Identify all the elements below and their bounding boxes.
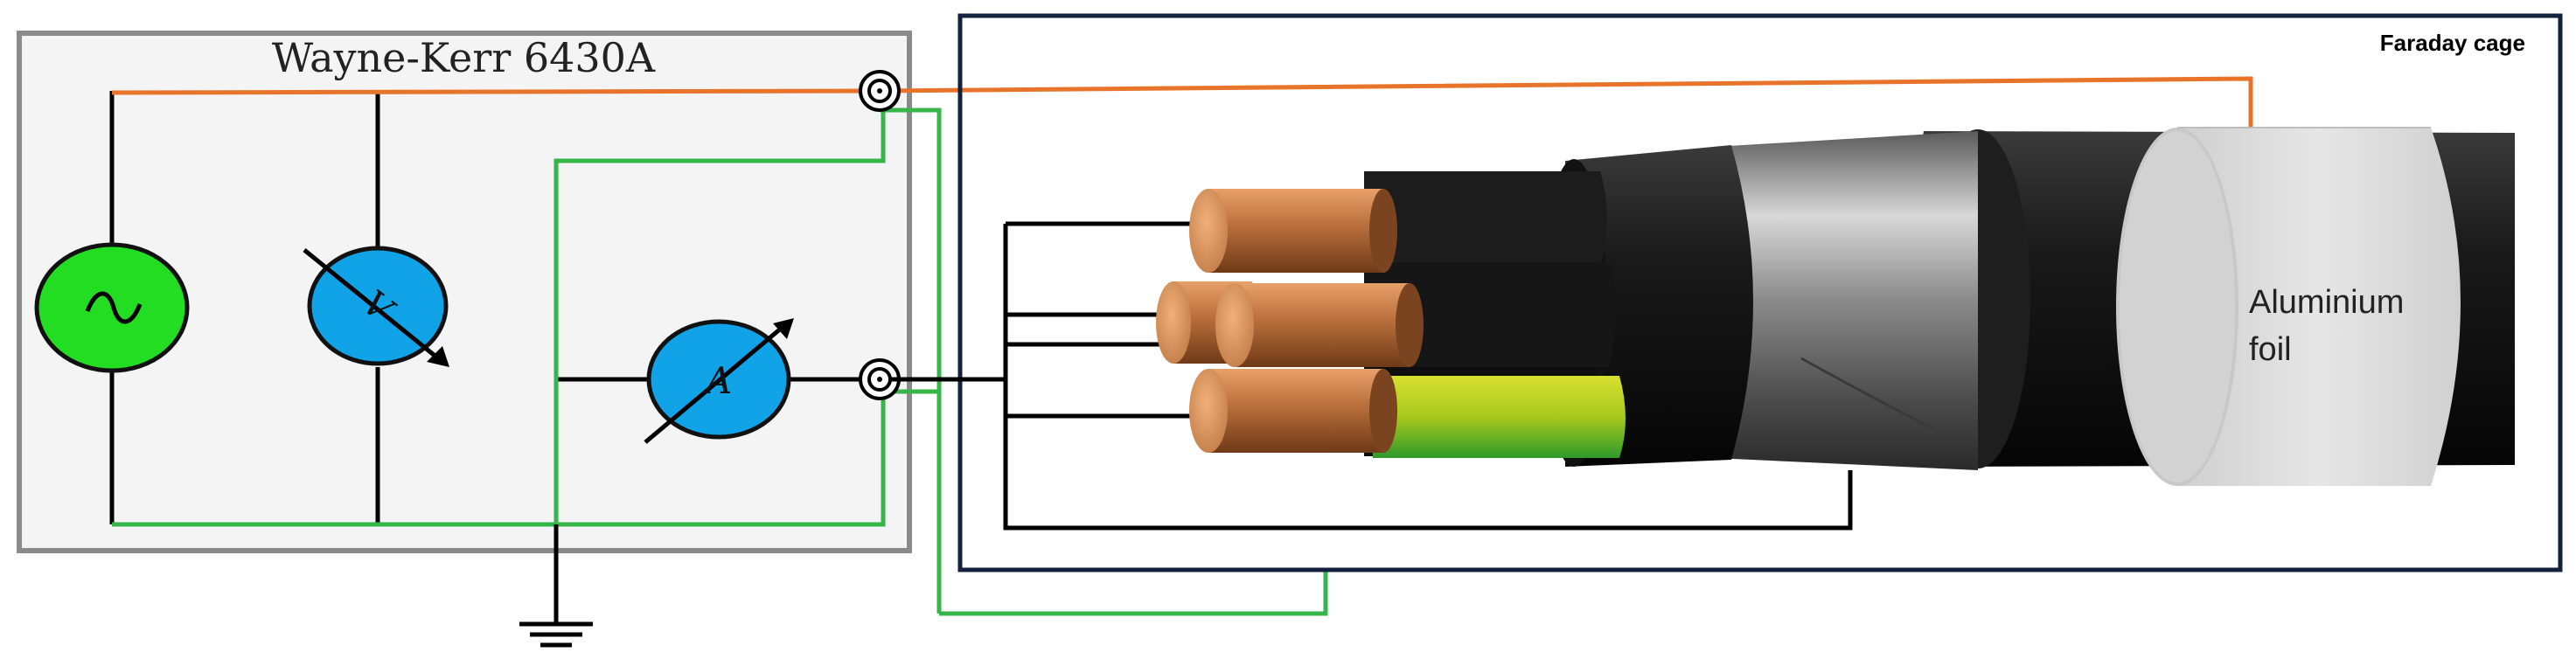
hv-orange-wire <box>111 76 2253 128</box>
ammeter-icon: A <box>644 318 794 444</box>
copper-conductor-4 <box>1189 369 1397 453</box>
foil-label-line1: Aluminium <box>2249 284 2404 321</box>
faraday-cage-label: Faraday cage <box>2380 30 2525 56</box>
guard-wire-upper <box>553 98 886 524</box>
ac-source-icon <box>34 242 190 373</box>
ground-bus-bottom <box>112 393 886 527</box>
signal-wiring <box>888 221 1853 531</box>
steel-armour <box>1714 131 1978 470</box>
power-cable-illustration: Aluminium foil <box>1156 127 2515 486</box>
shield-wire-top <box>880 108 942 614</box>
aluminium-foil-wrap: Aluminium foil <box>2116 127 2461 486</box>
earth-core-insulation <box>1373 376 1626 458</box>
ground-green-wiring <box>112 98 1328 616</box>
earth-ground-icon <box>519 524 593 648</box>
instrument-title: Wayne-Kerr 6430A <box>272 34 656 81</box>
copper-conductor-3 <box>1215 283 1424 367</box>
faraday-cage-border <box>957 13 2563 572</box>
lv-terminal-icon <box>859 358 901 400</box>
voltmeter-icon: V <box>303 246 449 367</box>
ammeter-symbol: A <box>702 359 732 402</box>
hv-terminal-icon <box>859 70 901 112</box>
foil-label-line2: foil <box>2249 331 2292 368</box>
copper-conductor-1 <box>1189 189 1397 273</box>
faraday-cage: Faraday cage <box>957 13 2563 572</box>
cage-ground-wire <box>939 570 1328 616</box>
